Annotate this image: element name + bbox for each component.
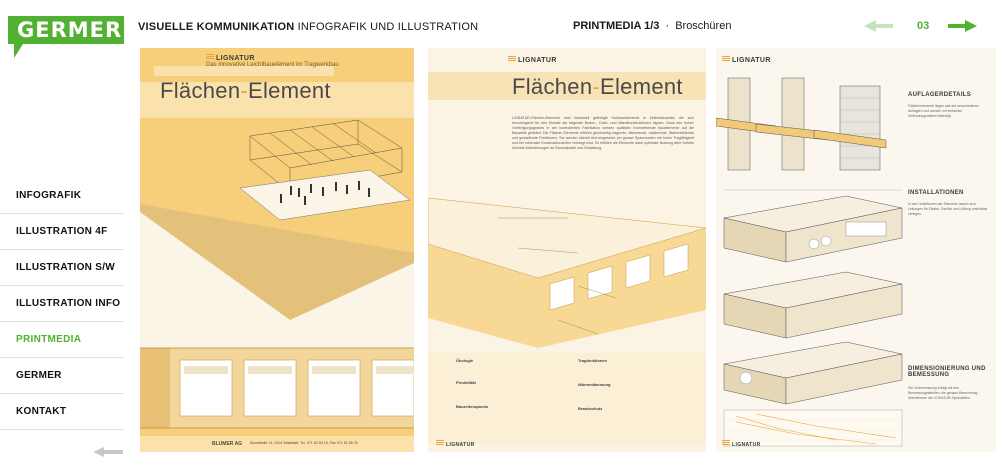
- col2-heading-2: Wärmedämmung: [578, 382, 611, 387]
- section-name: PRINTMEDIA 1/3: [573, 20, 660, 32]
- col1-heading-1: Ökologie: [456, 358, 474, 363]
- col1-heading-3: Bauzeitersparnis: [456, 404, 489, 409]
- site-tagline: VISUELLE KOMMUNIKATION INFOGRAFIK UND IL…: [138, 21, 478, 33]
- nav-item-illustration-sw[interactable]: ILLUSTRATION S/W: [0, 250, 124, 286]
- inner-illustration: [428, 72, 706, 445]
- nav-item-illustration-4f[interactable]: ILLUSTRATION 4F: [0, 214, 124, 250]
- inner-footer-brand: LIGNATUR: [436, 440, 475, 448]
- nav-item-kontakt[interactable]: KONTAKT: [0, 394, 124, 430]
- cover-illustration: [140, 66, 414, 452]
- details-footer-brand: LIGNATUR: [722, 440, 761, 448]
- inner-brand-logo: LIGNATUR: [508, 56, 557, 64]
- details-illustrations: [716, 77, 903, 447]
- inner-intro-text: LIGNATUR-Flächen-Elemente sind industrie…: [512, 116, 694, 150]
- nav-item-illustration-info[interactable]: ILLUSTRATION INFO: [0, 286, 124, 322]
- previous-arrow-icon[interactable]: [864, 20, 894, 32]
- next-arrow-icon[interactable]: [948, 20, 978, 32]
- cover-company: BLUMER AG: [212, 441, 243, 447]
- details-heading-auflager: AUFLAGERDETAILS: [908, 92, 972, 98]
- nav-item-infografik[interactable]: INFOGRAFIK: [0, 178, 124, 214]
- lignatur-mark-icon: [722, 56, 730, 62]
- lignatur-mark-icon: [508, 56, 516, 62]
- inner-title: Flächen-Element: [512, 74, 683, 99]
- section-separator: ·: [665, 20, 670, 32]
- lignatur-mark-icon: [722, 440, 730, 446]
- tagline-bold: VISUELLE KOMMUNIKATION: [138, 21, 295, 33]
- tagline-rest: INFOGRAFIK UND ILLUSTRATION: [297, 21, 479, 33]
- details-heading-dimensionierung: DIMENSIONIERUNG UND BEMESSUNG: [908, 366, 986, 378]
- main-navigation: INFOGRAFIK ILLUSTRATION 4F ILLUSTRATION …: [0, 178, 124, 430]
- col2-heading-1: Tragfunktionen: [578, 358, 607, 363]
- logo-speech-tail: [14, 44, 23, 58]
- germer-logo[interactable]: GERMER: [8, 16, 124, 44]
- details-text-installationen: In den Hohlräumen der Elemente lassen si…: [908, 202, 988, 216]
- section-subtitle: Broschüren: [675, 20, 732, 32]
- section-indicator: PRINTMEDIA 1/3 · Broschüren: [573, 20, 731, 32]
- lignatur-mark-icon: [436, 440, 444, 446]
- details-heading-installationen: INSTALLATIONEN: [908, 190, 964, 196]
- details-text-dimensionierung: Die Vorbemessung erfolgt mit den Bemessu…: [908, 386, 978, 400]
- page-number: 03: [917, 20, 930, 32]
- cover-subtitle: Das innovative Leichtbauelement im Tragw…: [206, 62, 339, 68]
- details-text-auflager: Flächenelemente liegen satt auf verschie…: [908, 104, 980, 118]
- cover-title: Flächen-Element: [160, 78, 331, 103]
- col2-heading-3: Brandschutz: [578, 406, 603, 411]
- pager: 03: [860, 16, 990, 36]
- brochure-details-page[interactable]: LIGNATUR AUFLAGERDETAILS Flächenelemente…: [716, 48, 996, 452]
- col1-heading-2: Flexibilität: [456, 380, 476, 385]
- cover-brand-logo: LIGNATUR: [206, 54, 255, 62]
- nav-item-printmedia[interactable]: PRINTMEDIA: [0, 322, 124, 358]
- nav-item-germer[interactable]: GERMER: [0, 358, 124, 394]
- details-brand-logo: LIGNATUR: [722, 56, 771, 64]
- back-arrow-icon[interactable]: [93, 447, 123, 457]
- cover-address: Moosfeldle 14, 9104 Waldstatt, Tel. 071 …: [250, 441, 358, 445]
- brochure-cover-page[interactable]: LIGNATUR Das innovative Leichtbauelement…: [140, 48, 414, 452]
- lignatur-mark-icon: [206, 54, 214, 60]
- brochure-inner-page[interactable]: LIGNATUR Flächen-Element LIGNATUR-Fläche…: [428, 48, 706, 452]
